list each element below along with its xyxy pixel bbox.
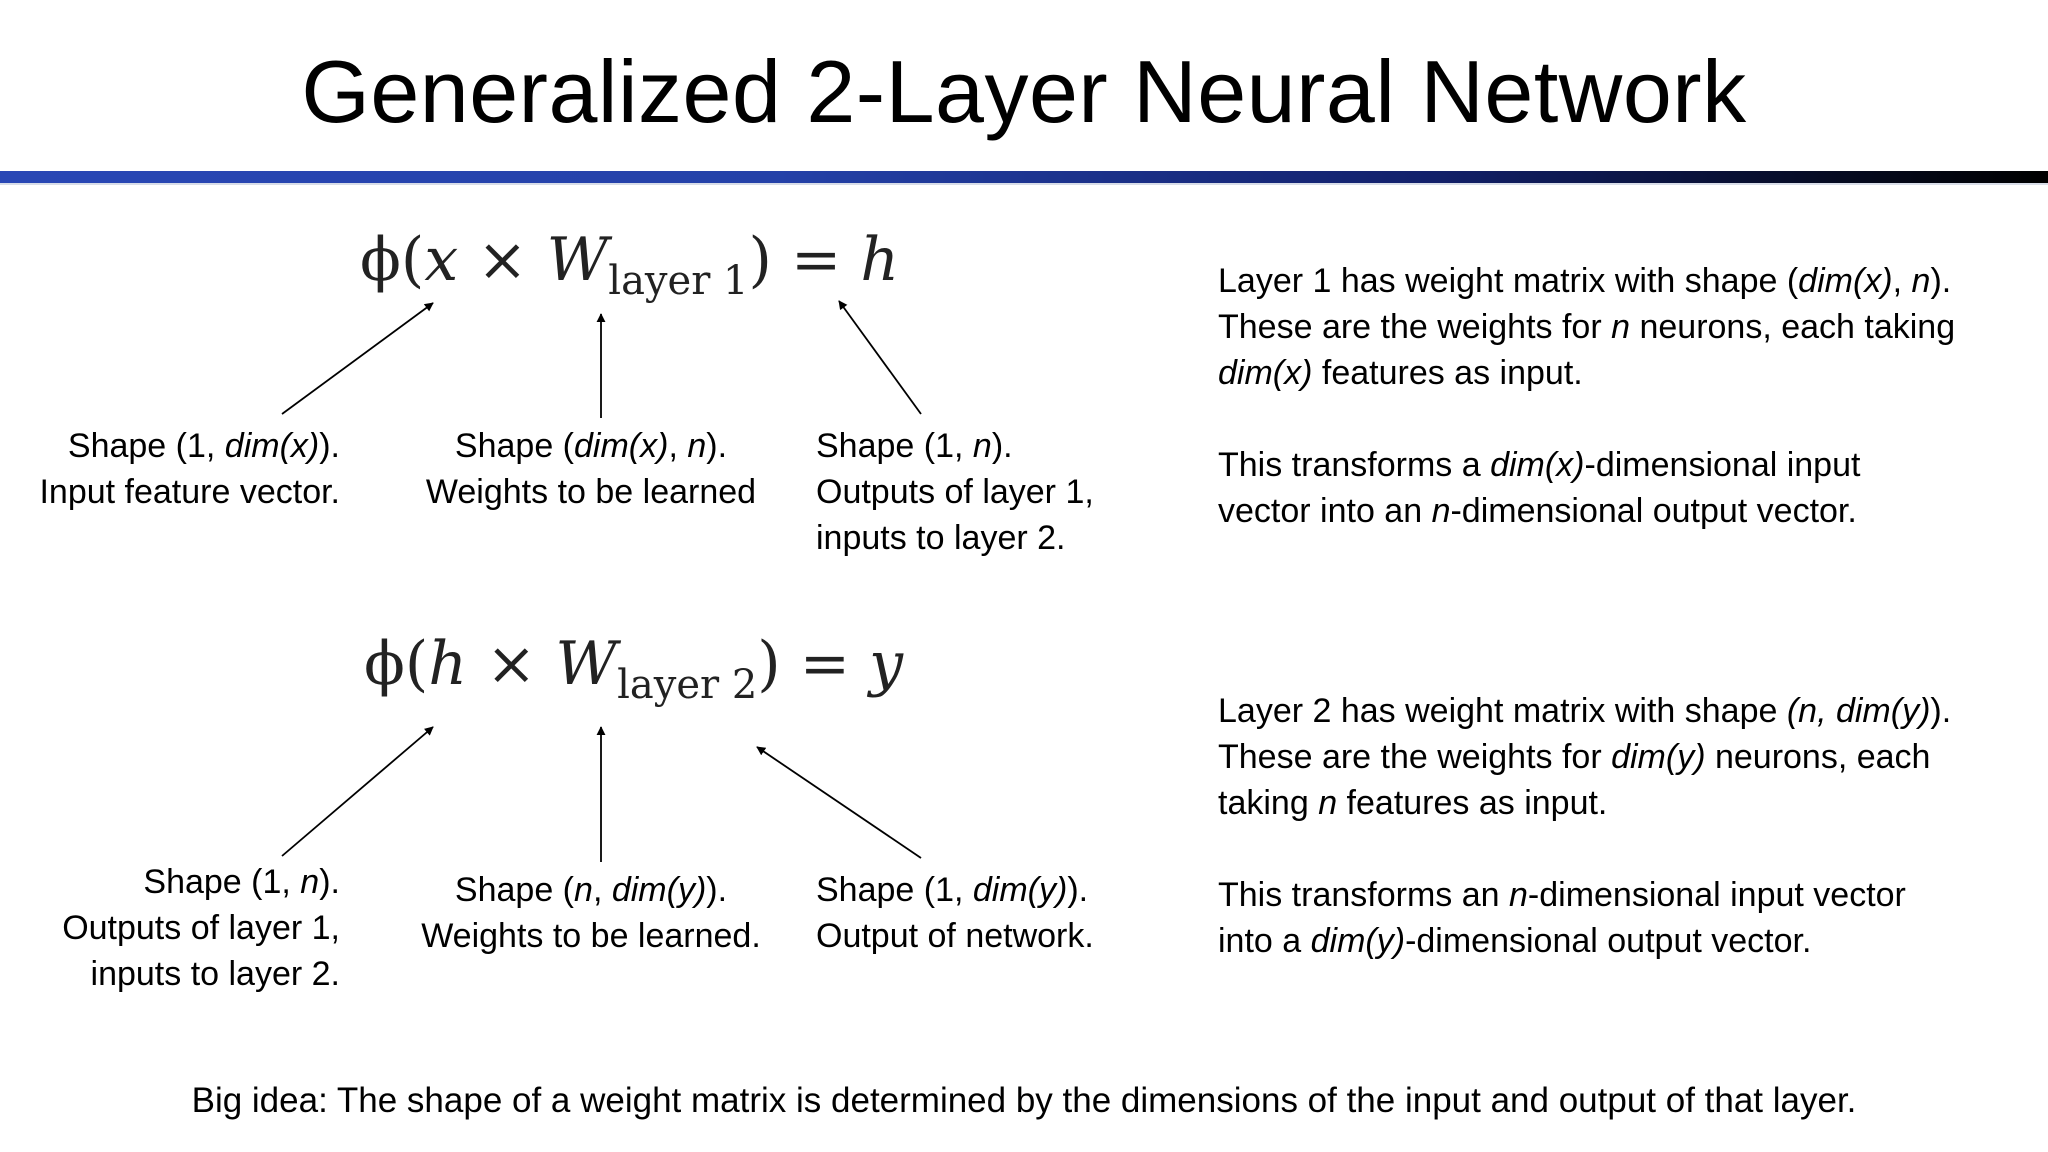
layer1-weights-label: Shape (dim(x), n). Weights to be learned bbox=[425, 427, 757, 511]
weight-var: W bbox=[546, 225, 609, 295]
weight-var: W bbox=[555, 629, 618, 699]
layer2-weights-label: Shape (n, dim(y)). Weights to be learned… bbox=[421, 871, 761, 955]
equals-symbol: = bbox=[799, 629, 851, 699]
close-paren: ) bbox=[757, 629, 781, 699]
arrow-l1-output bbox=[838, 300, 922, 415]
times-symbol: × bbox=[477, 225, 528, 295]
times-symbol: × bbox=[486, 629, 537, 699]
input-var: x bbox=[424, 225, 459, 295]
layer2-input-label: Shape (1, n). Outputs of layer 1, inputs… bbox=[62, 863, 340, 993]
open-paren: ( bbox=[400, 225, 425, 295]
equals-symbol: = bbox=[790, 225, 842, 295]
layer2-description: Layer 2 has weight matrix with shape (n,… bbox=[1218, 692, 1952, 960]
slide-title: Generalized 2-Layer Neural Network bbox=[301, 42, 1747, 141]
weight-subscript: layer 2 bbox=[617, 662, 758, 708]
phi-symbol: ϕ bbox=[364, 629, 405, 699]
weight-subscript: layer 1 bbox=[608, 258, 749, 304]
layer2-equation: ϕ(h × Wlayer 2) = y bbox=[364, 628, 903, 721]
layer1-description: Layer 1 has weight matrix with shape (di… bbox=[1218, 262, 1956, 530]
input-var: h bbox=[428, 629, 467, 699]
close-paren: ) bbox=[748, 225, 772, 295]
arrow-l2-output bbox=[756, 746, 922, 859]
title-rule bbox=[0, 171, 2048, 185]
arrow-l1-input bbox=[281, 302, 434, 415]
layer2-output-label: Shape (1, dim(y)). Output of network. bbox=[816, 871, 1094, 955]
open-paren: ( bbox=[404, 629, 429, 699]
layer1-equation: ϕ(x × Wlayer 1) = h bbox=[360, 224, 899, 317]
phi-symbol: ϕ bbox=[360, 225, 401, 295]
layer1-output-label: Shape (1, n). Outputs of layer 1, inputs… bbox=[816, 427, 1094, 557]
output-var: y bbox=[869, 629, 904, 699]
output-var: h bbox=[860, 225, 899, 295]
arrow-l2-input bbox=[281, 726, 434, 857]
layer1-input-label: Shape (1, dim(x)). Input feature vector. bbox=[39, 427, 340, 511]
big-idea-text: Big idea: The shape of a weight matrix i… bbox=[191, 1081, 1857, 1120]
